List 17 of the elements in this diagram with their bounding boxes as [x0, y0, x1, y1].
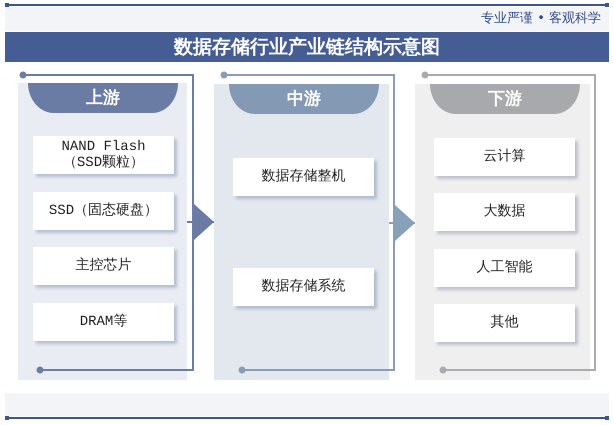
chain-item-card: 其他: [434, 304, 575, 342]
stage-heading: 上游: [28, 83, 178, 113]
slogan-text: 专业严谨 • 客观科学: [481, 11, 601, 27]
stage-heading: 下游: [430, 84, 580, 114]
chain-item-card: SSD（固态硬盘）: [33, 192, 174, 230]
stage-heading: 中游: [229, 84, 379, 114]
chain-item-card: 人工智能: [434, 249, 575, 287]
chevron-arrow: [187, 204, 214, 240]
chain-item-card: 主控芯片: [33, 247, 174, 285]
chain-item-card: DRAM等: [33, 303, 174, 341]
chain-item-card: 大数据: [434, 193, 575, 231]
chevron-arrow: [389, 205, 415, 241]
title-bar: 数据存储行业产业链结构示意图: [5, 32, 609, 62]
chain-item-card: 数据存储系统: [233, 268, 374, 306]
chain-item-card: 数据存储整机: [233, 158, 374, 196]
chain-item-card: NAND Flash （SSD颗粒）: [33, 136, 174, 174]
chain-item-card: 云计算: [434, 138, 575, 176]
